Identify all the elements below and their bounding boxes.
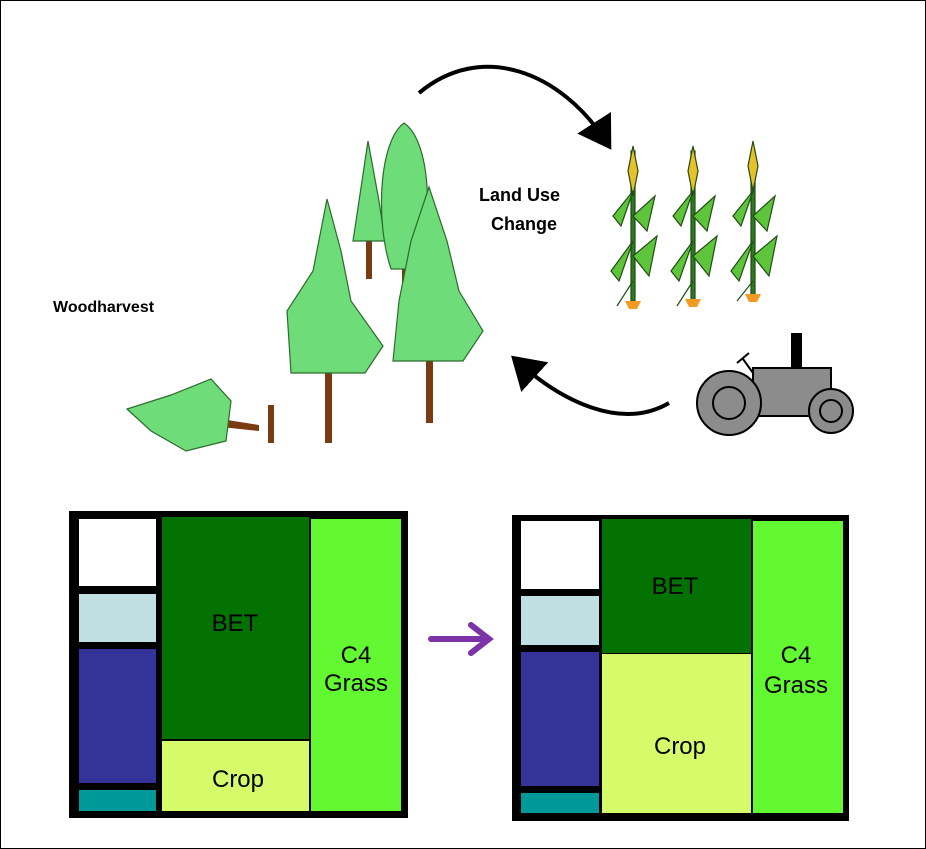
bare-ground-tile — [521, 521, 599, 589]
crop-tile — [162, 741, 309, 811]
teal-tile — [521, 793, 599, 813]
tractor-icon — [696, 333, 854, 436]
crop-label: Crop — [654, 733, 706, 760]
grass-label-line1: C4 — [781, 642, 812, 669]
light-blue-tile — [79, 594, 156, 642]
c4-grass-tile — [753, 521, 843, 813]
bare-ground-tile — [79, 519, 156, 586]
c4-grass-tile — [311, 519, 401, 811]
after-land-cover-grid: BET Crop C4 Grass — [512, 515, 849, 821]
bet-label: BET — [652, 573, 699, 600]
crop-tile — [602, 654, 751, 813]
grass-label-line1: C4 — [341, 642, 372, 669]
transition-arrow-icon — [428, 622, 494, 656]
grass-label-line2: Grass — [324, 670, 388, 697]
bet-label: BET — [212, 610, 259, 637]
grass-label-line2: Grass — [764, 672, 828, 699]
light-blue-tile — [521, 596, 599, 645]
before-land-cover-grid: BET Crop C4 Grass — [69, 511, 408, 818]
teal-tile — [79, 790, 156, 811]
land-use-label-line2: Change — [491, 214, 557, 234]
land-use-label-line1: Land Use — [479, 185, 560, 205]
crop-label: Crop — [212, 766, 264, 793]
arrow-to-forest — [511, 355, 671, 416]
wood-harvest-label: Woodharvest — [53, 299, 155, 316]
navy-tile — [521, 652, 599, 786]
navy-tile — [79, 649, 156, 783]
bet-tile — [602, 519, 751, 653]
tree-icon — [125, 122, 484, 452]
arrow-to-crops — [417, 64, 612, 150]
bet-tile — [162, 517, 309, 739]
corn-plants-icon — [610, 140, 778, 309]
